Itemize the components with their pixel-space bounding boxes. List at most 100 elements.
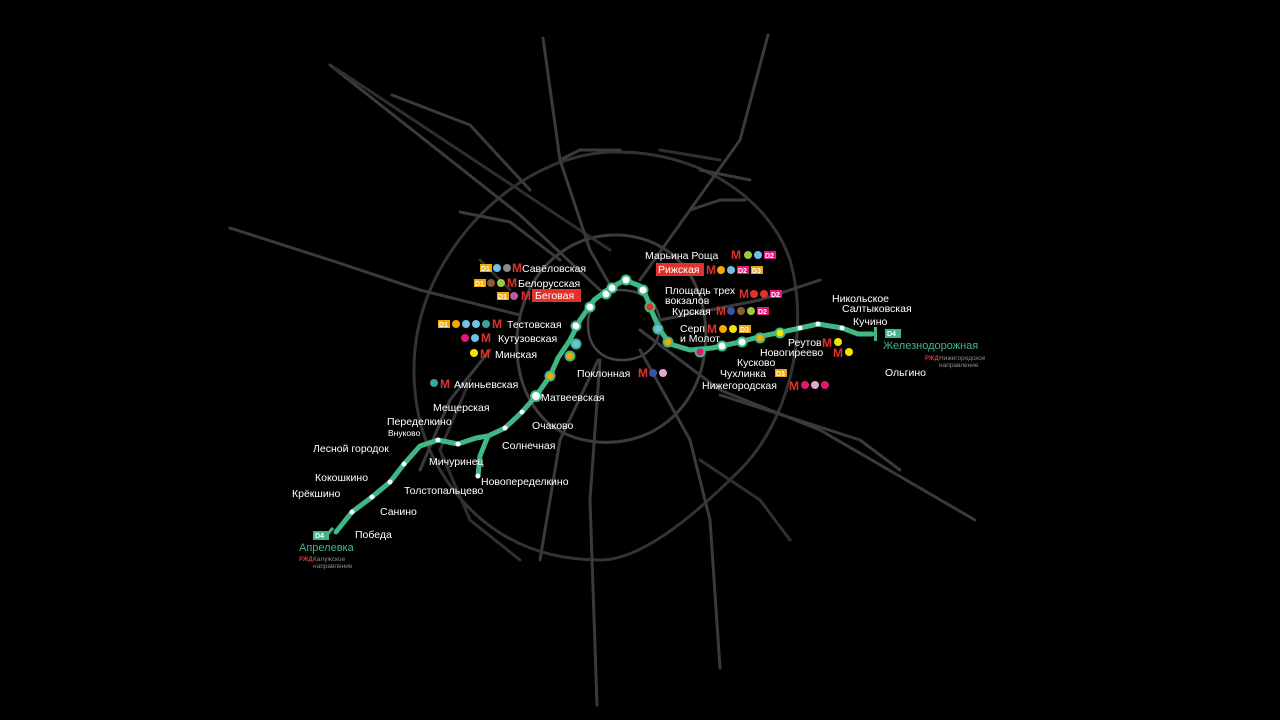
d2-tag bbox=[764, 251, 776, 259]
d1-tag bbox=[438, 320, 450, 328]
d1-tag bbox=[480, 264, 492, 272]
metro-line-badge bbox=[834, 338, 842, 346]
station-pobeda: Победа bbox=[355, 529, 392, 541]
highlight-rizhskaya bbox=[656, 263, 704, 276]
station-kryokshino: Крёкшино bbox=[292, 488, 340, 500]
metro-icon: М bbox=[480, 347, 490, 361]
metro-line-badge bbox=[471, 334, 479, 342]
station-nikolskoe: Никольское bbox=[832, 293, 889, 305]
d3-tag bbox=[751, 266, 763, 274]
station-begovaya: Беговая bbox=[535, 290, 574, 302]
station-michurinets: Мичуринец bbox=[429, 456, 484, 468]
metro-icon: М bbox=[440, 377, 450, 391]
svg-text:D3: D3 bbox=[752, 268, 761, 275]
station-chukhlinka: Чухлинка bbox=[720, 368, 766, 380]
metro-line-badge bbox=[754, 251, 762, 259]
metro-line-badge bbox=[649, 369, 657, 377]
direction-west-line1: Калужское bbox=[313, 556, 346, 563]
metro-icon: М bbox=[638, 366, 648, 380]
metro-line-badge bbox=[659, 369, 667, 377]
d2-tag bbox=[770, 290, 782, 298]
metro-line-badge bbox=[719, 325, 727, 333]
svg-text:D4: D4 bbox=[887, 331, 896, 338]
station-ploshchad-line2: вокзалов bbox=[665, 295, 710, 307]
metro-icon: М bbox=[706, 263, 716, 277]
station-serp-line1: Серп bbox=[680, 323, 705, 335]
metro-line-badge bbox=[493, 264, 501, 272]
station-solnechnaya: Солнечная bbox=[502, 440, 555, 452]
metro-icon: М bbox=[507, 276, 517, 290]
metro-icon: М bbox=[707, 322, 717, 336]
svg-text:D1: D1 bbox=[439, 322, 448, 329]
metro-line-badge bbox=[744, 251, 752, 259]
metro-line-badge bbox=[750, 290, 758, 298]
metro-line-badge bbox=[497, 279, 505, 287]
station-reutov: Реутов bbox=[788, 337, 822, 349]
transfer-nodes bbox=[530, 274, 786, 402]
metro-icon: М bbox=[481, 331, 491, 345]
station-kokoshkino: Кокошкино bbox=[315, 472, 368, 484]
metro-line-badge bbox=[821, 381, 829, 389]
metro-line-badge bbox=[747, 307, 755, 315]
svg-text:D3: D3 bbox=[740, 327, 749, 334]
d4-line bbox=[333, 277, 875, 535]
d3-tag bbox=[739, 325, 751, 333]
metro-line-badge bbox=[845, 348, 853, 356]
station-nizhegorodskaya: Нижегородская bbox=[702, 380, 777, 392]
d4-line-tag-west bbox=[313, 531, 329, 540]
d1-tag bbox=[497, 292, 509, 300]
d2-tag bbox=[757, 307, 769, 315]
metro-line-badge bbox=[717, 266, 725, 274]
svg-text:D1: D1 bbox=[498, 294, 507, 301]
metro-line-badge bbox=[727, 266, 735, 274]
svg-text:D2: D2 bbox=[738, 268, 747, 275]
station-testovskaya: Тестовская bbox=[507, 319, 562, 331]
metro-line-badge bbox=[503, 264, 511, 272]
station-novogireevo: Новогиреево bbox=[760, 347, 823, 359]
station-rizhskaya: Рижская bbox=[658, 264, 700, 276]
svg-text:D1: D1 bbox=[481, 266, 490, 273]
svg-text:D4: D4 bbox=[315, 533, 324, 540]
svg-text:D2: D2 bbox=[758, 309, 767, 316]
metro-line-badge bbox=[801, 381, 809, 389]
station-kurskaya: Курская bbox=[672, 306, 711, 318]
metro-line-badge bbox=[727, 307, 735, 315]
metro-line-badge bbox=[482, 320, 490, 328]
metro-line-badge bbox=[760, 290, 768, 298]
metro-line-badge bbox=[430, 379, 438, 387]
svg-text:D2: D2 bbox=[765, 253, 774, 260]
svg-text:D1: D1 bbox=[475, 281, 484, 288]
d4-line-tag-east bbox=[885, 329, 901, 338]
metro-icon: М bbox=[822, 336, 832, 350]
station-aminevskaya: Аминьевская bbox=[454, 379, 518, 391]
metro-line-badge bbox=[811, 381, 819, 389]
direction-east-line2: направление bbox=[939, 362, 979, 369]
station-peredelkino: Переделкино bbox=[387, 416, 452, 428]
station-minskaya: Минская bbox=[495, 349, 537, 361]
metro-icon: М bbox=[789, 379, 799, 393]
station-belorusskaya: Белорусская bbox=[518, 278, 580, 290]
metro-icon: М bbox=[521, 289, 531, 303]
metro-line-badge bbox=[462, 320, 470, 328]
metro-line-badge bbox=[737, 307, 745, 315]
station-novoperedelkino: Новопеределкино bbox=[481, 476, 569, 488]
direction-west-line2: направление bbox=[313, 563, 353, 570]
station-kutuzovskaya: Кутузовская bbox=[498, 333, 557, 345]
rzd-icon: РЖД bbox=[299, 557, 313, 563]
metro-icon: М bbox=[512, 261, 522, 275]
highlight-begovaya bbox=[532, 289, 581, 302]
station-kuskovo: Кусково bbox=[737, 357, 776, 369]
station-ploshchad-line1: Площадь трех bbox=[665, 285, 736, 297]
svg-text:D2: D2 bbox=[771, 292, 780, 299]
station-savyolovskaya: Савёловская bbox=[522, 263, 586, 275]
d2-tag bbox=[737, 266, 749, 274]
station-sanino: Санино bbox=[380, 506, 417, 518]
terminus-west: Апрелевка bbox=[299, 542, 355, 554]
station-meshcherskaya: Мещерская bbox=[433, 402, 490, 414]
metro-icon: М bbox=[492, 317, 502, 331]
metro-line-badge bbox=[510, 292, 518, 300]
metro-line-badge bbox=[461, 334, 469, 342]
metro-line-badge bbox=[452, 320, 460, 328]
station-dots bbox=[349, 321, 845, 515]
